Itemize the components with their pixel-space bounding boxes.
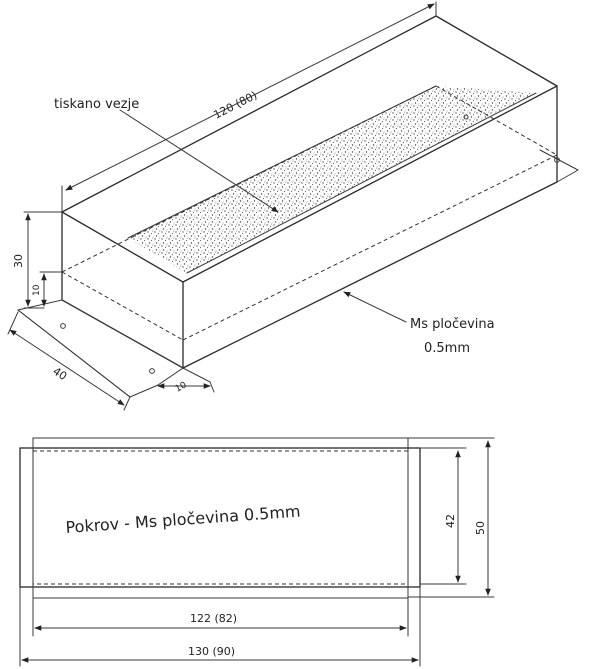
dim-cover-inner-width-label: 122 (82)	[190, 612, 237, 625]
dim-cover-inner-width: 122 (82)	[32, 597, 409, 637]
dim-box-length-label: 120 (80)	[211, 89, 259, 122]
dim-cover-inner-height: 42	[419, 447, 467, 585]
dim-cover-outer-width-label: 130 (90)	[188, 645, 235, 658]
dim-box-width: 40	[7, 311, 131, 411]
mounting-hole	[60, 323, 66, 329]
pcb-callout: tiskano vezje	[54, 97, 279, 213]
sheet-callout: Ms pločevina 0.5mm	[343, 291, 495, 356]
dim-flange-height-label: 10	[32, 284, 42, 296]
dim-box-height-label: 30	[12, 254, 25, 268]
dim-flange-width-label: 10	[174, 380, 189, 394]
sheet-callout-line1: Ms pločevina	[410, 317, 495, 332]
cover-drawing: Pokrov - Ms pločevina 0.5mm	[19, 437, 421, 599]
dim-cover-outer-height: 50	[407, 437, 495, 598]
mounting-hole	[463, 114, 469, 120]
cover-outer-rect	[19, 447, 421, 588]
pcb-callout-label: tiskano vezje	[54, 97, 139, 112]
dim-flange-width: 10	[157, 380, 215, 395]
dim-cover-inner-height-label: 42	[444, 514, 457, 528]
dim-box-height: 30	[12, 211, 63, 309]
mounting-flange	[16, 299, 184, 398]
dim-cover-outer-width: 130 (90)	[19, 586, 421, 667]
mounting-hole	[554, 157, 560, 163]
mounting-hole	[149, 368, 155, 374]
dim-box-width-label: 40	[50, 365, 69, 384]
pcb-surface	[128, 86, 536, 273]
sheet-callout-line2: 0.5mm	[424, 341, 470, 356]
dim-cover-outer-height-label: 50	[474, 521, 487, 535]
dim-flange-height: 10	[32, 271, 63, 307]
cover-label: Pokrov - Ms pločevina 0.5mm	[65, 502, 301, 537]
cover-fold-line	[32, 450, 409, 585]
